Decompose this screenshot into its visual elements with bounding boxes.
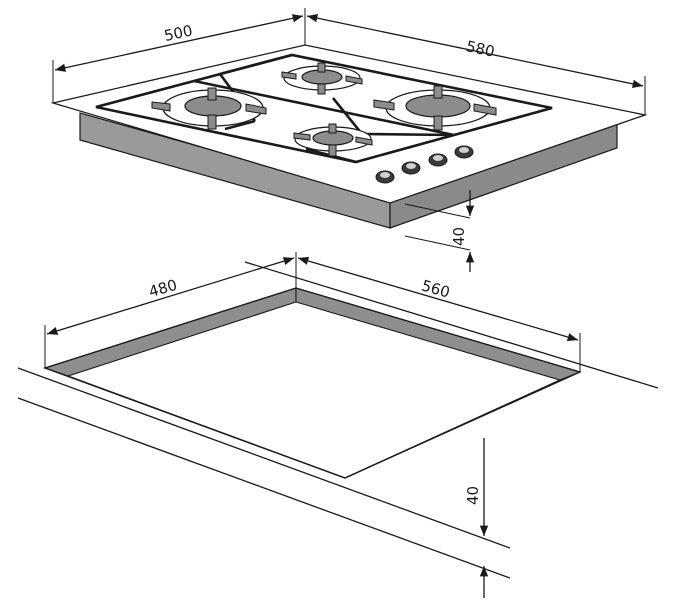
worktop-front-edge-top xyxy=(17,367,511,549)
control-knobs xyxy=(375,145,474,184)
worktop-back-edge xyxy=(244,261,659,389)
dim-label-40-hob: 40 xyxy=(450,227,468,246)
knob-2 xyxy=(401,161,421,175)
knob-3 xyxy=(428,153,448,167)
burner-right-large xyxy=(373,85,497,131)
cutout-right-wall xyxy=(295,287,582,381)
worktop-front-edge-bottom xyxy=(17,397,511,579)
knob-4 xyxy=(454,145,474,159)
dim-label-580: 580 xyxy=(464,37,496,61)
dim-label-480: 480 xyxy=(147,276,179,301)
dim-label-40-worktop: 40 xyxy=(464,486,482,505)
cutout-left-wall xyxy=(43,287,297,377)
hob xyxy=(50,44,648,229)
hob-top-plate xyxy=(50,44,648,204)
burner-left xyxy=(151,87,267,130)
dim-label-560: 560 xyxy=(419,276,451,301)
dimension-hob-height: 40 xyxy=(404,190,475,272)
knob-1 xyxy=(375,170,395,184)
dimension-hob-width: 500 xyxy=(52,8,306,103)
dimension-worktop-thickness: 40 xyxy=(464,438,489,598)
dim-label-500: 500 xyxy=(162,21,194,45)
dimension-hob-depth: 580 xyxy=(306,14,646,115)
burner-front xyxy=(293,123,373,157)
